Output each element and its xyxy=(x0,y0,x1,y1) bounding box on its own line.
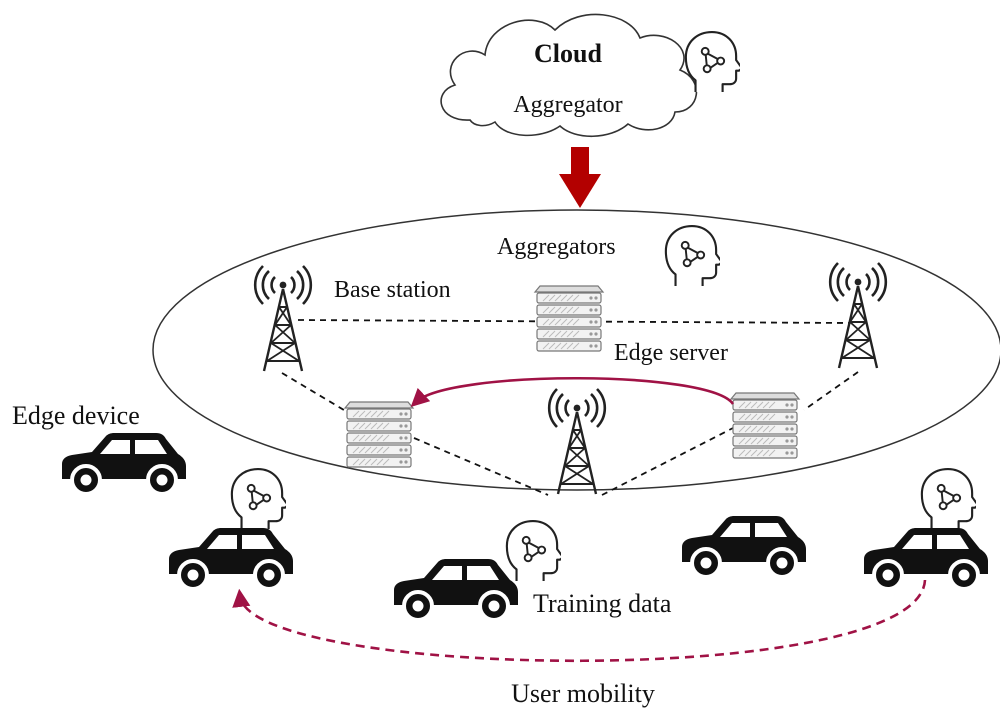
server-rack-icon xyxy=(344,401,414,468)
server-rack-icon xyxy=(534,285,604,352)
edge-region-ellipse xyxy=(152,209,1000,491)
download-arrow xyxy=(559,147,601,208)
server-rack-icon xyxy=(730,392,800,459)
aggregators-label: Aggregators xyxy=(497,234,616,260)
brain-icon xyxy=(664,224,720,288)
car-icon xyxy=(167,527,295,591)
link-left-tower-server xyxy=(281,372,355,417)
car-icon xyxy=(392,558,520,622)
server-sync-arrow xyxy=(410,376,735,407)
cloud-title: Cloud xyxy=(534,39,602,68)
training-data-label: Training data xyxy=(533,589,672,618)
cloud-icon xyxy=(440,13,698,137)
link-right-tower-server xyxy=(803,371,859,411)
base-station-label: Base station xyxy=(334,277,451,303)
brain-icon xyxy=(920,467,976,531)
antenna-tower-icon xyxy=(253,265,313,373)
cloud-subtitle: Aggregator xyxy=(513,92,622,118)
user-mobility-label: User mobility xyxy=(511,679,655,708)
edge-device-label: Edge device xyxy=(12,401,140,430)
edge-server-label: Edge server xyxy=(614,340,728,366)
car-icon xyxy=(60,432,188,496)
antenna-tower-icon xyxy=(828,262,888,370)
link-server-center-tower-right xyxy=(601,427,734,496)
link-server-center-tower-left xyxy=(413,437,549,496)
antenna-tower-icon xyxy=(547,388,607,496)
brain-icon xyxy=(505,519,561,583)
car-icon xyxy=(680,515,808,579)
brain-icon xyxy=(230,467,286,531)
car-icon xyxy=(862,527,990,591)
cloud: Cloud Aggregator xyxy=(440,13,698,137)
user-mobility-arrow xyxy=(232,579,927,663)
